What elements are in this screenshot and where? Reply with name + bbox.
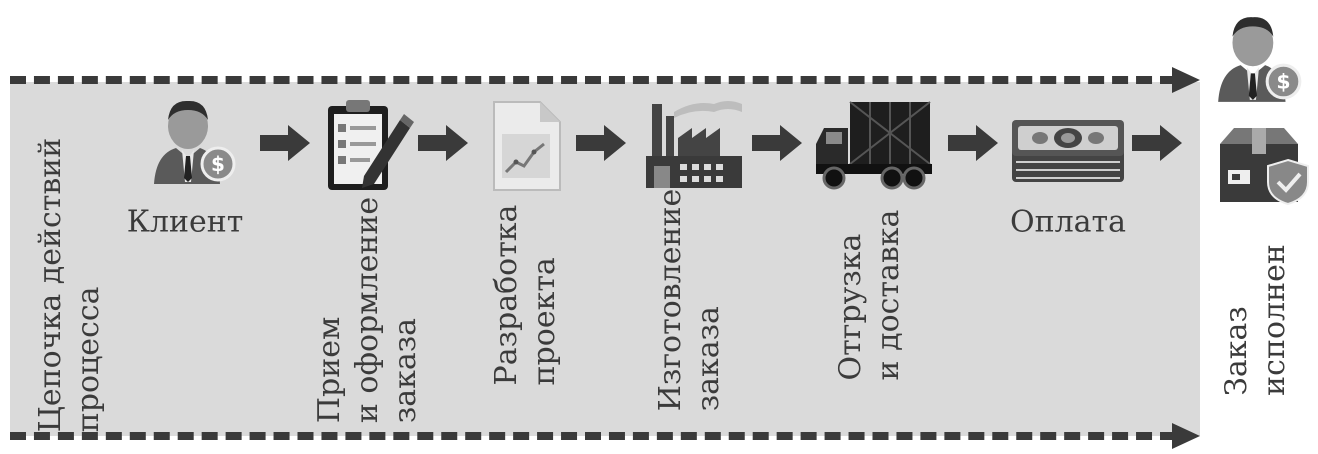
result-client-icon: $ bbox=[1218, 17, 1302, 102]
factory-icon bbox=[646, 101, 742, 188]
svg-text:$: $ bbox=[1276, 70, 1290, 94]
step-label-design: Разработка проекта bbox=[489, 204, 562, 386]
chain-label-line-2: процесса bbox=[71, 286, 106, 433]
flow-arrow-2 bbox=[418, 125, 468, 161]
document-chart-icon bbox=[493, 101, 561, 191]
flow-arrow-3 bbox=[576, 125, 626, 161]
bottom-dashed-line bbox=[10, 432, 1176, 440]
client-icon: $ bbox=[154, 100, 236, 184]
result-label: Заказ исполнен bbox=[1219, 244, 1292, 396]
flow-arrow-5 bbox=[948, 125, 998, 161]
flow-arrow-1 bbox=[260, 125, 310, 161]
package-icon bbox=[1220, 128, 1309, 206]
step-label-shipping: Отгрузка и доставка bbox=[833, 209, 906, 381]
svg-text:$: $ bbox=[211, 152, 225, 176]
bottom-arrowhead bbox=[1172, 423, 1200, 449]
top-dashed-line bbox=[10, 76, 1176, 84]
flow-arrow-4 bbox=[752, 125, 802, 161]
flow-arrow-6 bbox=[1132, 125, 1182, 161]
clipboard-icon bbox=[328, 100, 414, 190]
top-arrowhead bbox=[1172, 67, 1200, 93]
step-label-production: Изготовление заказа bbox=[653, 188, 726, 412]
chain-label-line-1: Цепочка действий bbox=[33, 137, 68, 433]
step-label-payment: Оплата bbox=[1009, 204, 1127, 240]
step-label-client: Клиент bbox=[126, 204, 244, 240]
money-icon bbox=[1012, 120, 1124, 182]
chain-label: Цепочка действий процесса bbox=[32, 138, 108, 432]
step-label-order: Прием и оформление заказа bbox=[312, 196, 423, 424]
truck-icon bbox=[816, 101, 932, 190]
